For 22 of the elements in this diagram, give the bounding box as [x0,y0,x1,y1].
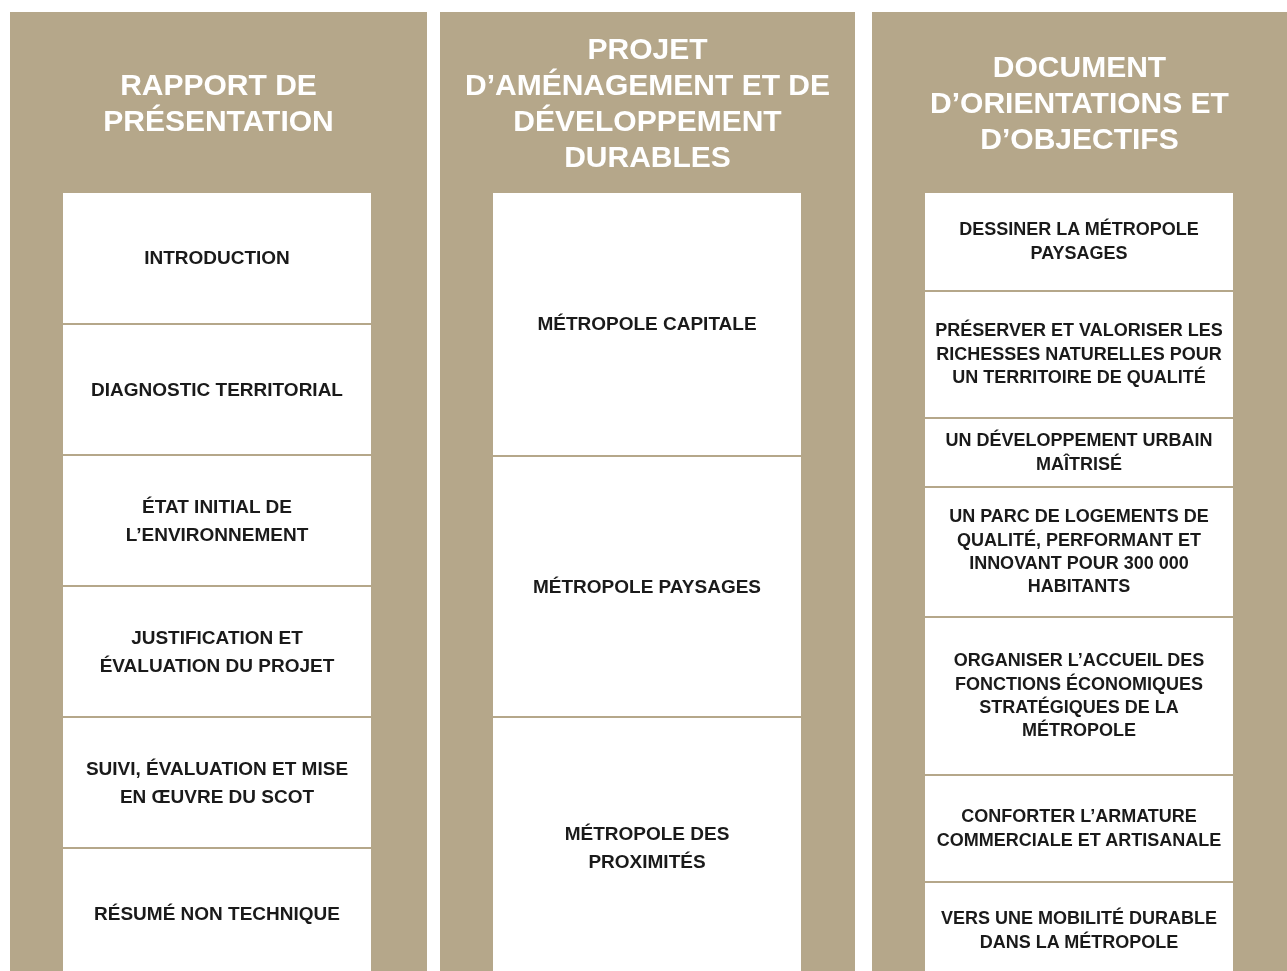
section-box: UN DÉVELOPPEMENT URBAIN MAÎTRISÉ [925,419,1233,486]
section-box: PRÉSERVER ET VALORISER LES RICHESSES NATURELLES POUR UN TERRITOIRE DE QUALITÉ [925,292,1233,417]
section-box: MÉTROPOLE PAYSAGES [493,457,801,716]
section-box: RÉSUMÉ NON TECHNIQUE [63,849,371,971]
column-panel [10,12,427,971]
section-box: DESSINER LA MÉTROPOLE PAYSAGES [925,193,1233,290]
section-box: JUSTIFICATION ET ÉVALUATION DU PROJET [63,587,371,716]
column-panel [440,12,855,971]
section-box: MÉTROPOLE DES PROXIMITÉS [493,718,801,971]
section-box: MÉTROPOLE CAPITALE [493,193,801,455]
section-box: ÉTAT INITIAL DE L’ENVIRONNEMENT [63,456,371,585]
column-heading: DOCUMENT D’ORIENTATIONS ET D’OBJECTIFS [929,48,1230,157]
section-box: CONFORTER L’ARMATURE COMMERCIALE ET ARTISANALE [925,776,1233,881]
section-box: INTRODUCTION [63,193,371,323]
section-box: ORGANISER L’ACCUEIL DES FONCTIONS ÉCONOMIQUES STRATÉGIQUES DE LA MÉTROPOLE [925,618,1233,774]
column-heading: PROJET D’AMÉNAGEMENT ET DE DÉVELOPPEMENT DURABLES [464,30,831,175]
section-box: VERS UNE MOBILITÉ DURABLE DANS LA MÉTROPOLE [925,883,1233,971]
section-box: DIAGNOSTIC TERRITORIAL [63,325,371,454]
section-box: SUIVI, ÉVALUATION ET MISE EN ŒUVRE DU SCOT [63,718,371,847]
column-heading: RAPPORT DE PRÉSENTATION [102,66,335,139]
section-box: UN PARC DE LOGEMENTS DE QUALITÉ, PERFORMANT ET INNOVANT POUR 300 000 HABITANTS [925,488,1233,616]
column-panel [872,12,1287,971]
